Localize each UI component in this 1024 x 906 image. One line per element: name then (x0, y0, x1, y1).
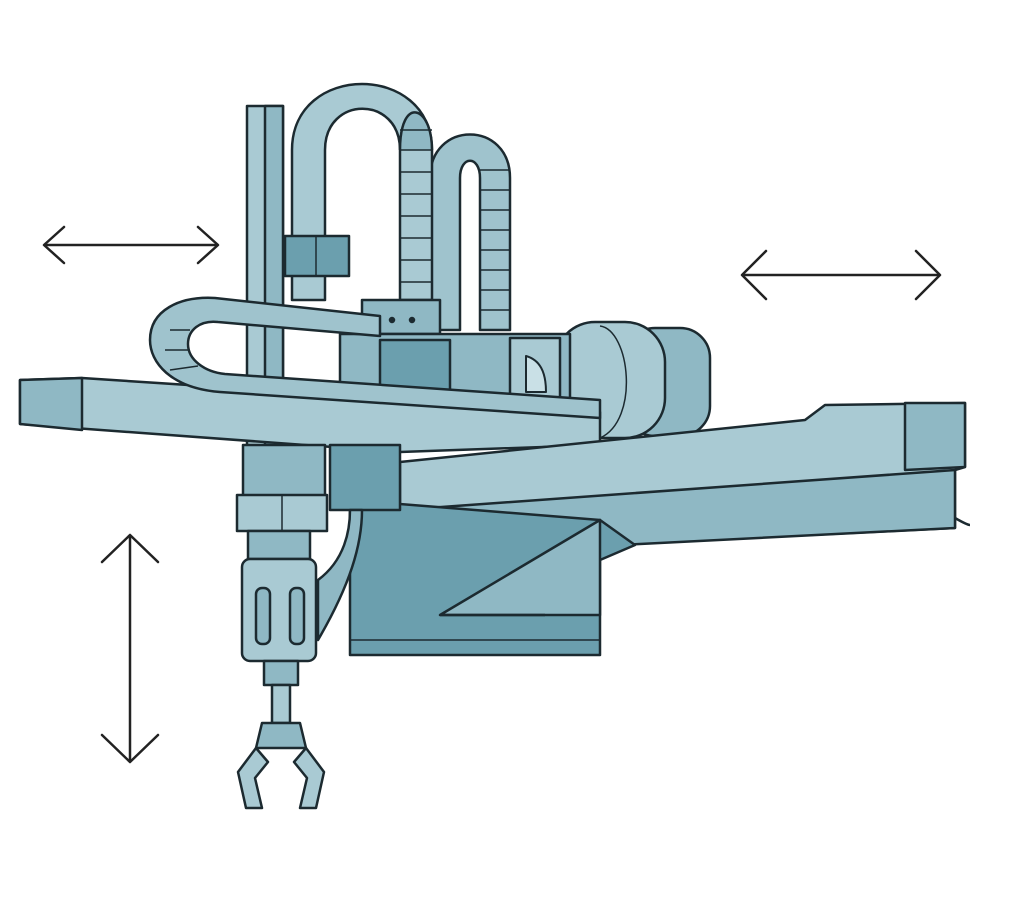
vertical-arrow (100, 533, 160, 764)
horizontal-arrow-right (740, 249, 942, 301)
horizontal-arrow-left (42, 225, 220, 265)
support-body (348, 498, 637, 657)
rear-cable-chain (428, 133, 512, 332)
vertical-arm (235, 443, 402, 725)
gripper (236, 721, 326, 810)
cable-chain (283, 82, 442, 336)
horizontal-beam (18, 376, 602, 454)
flat-cable-loop (148, 296, 602, 420)
